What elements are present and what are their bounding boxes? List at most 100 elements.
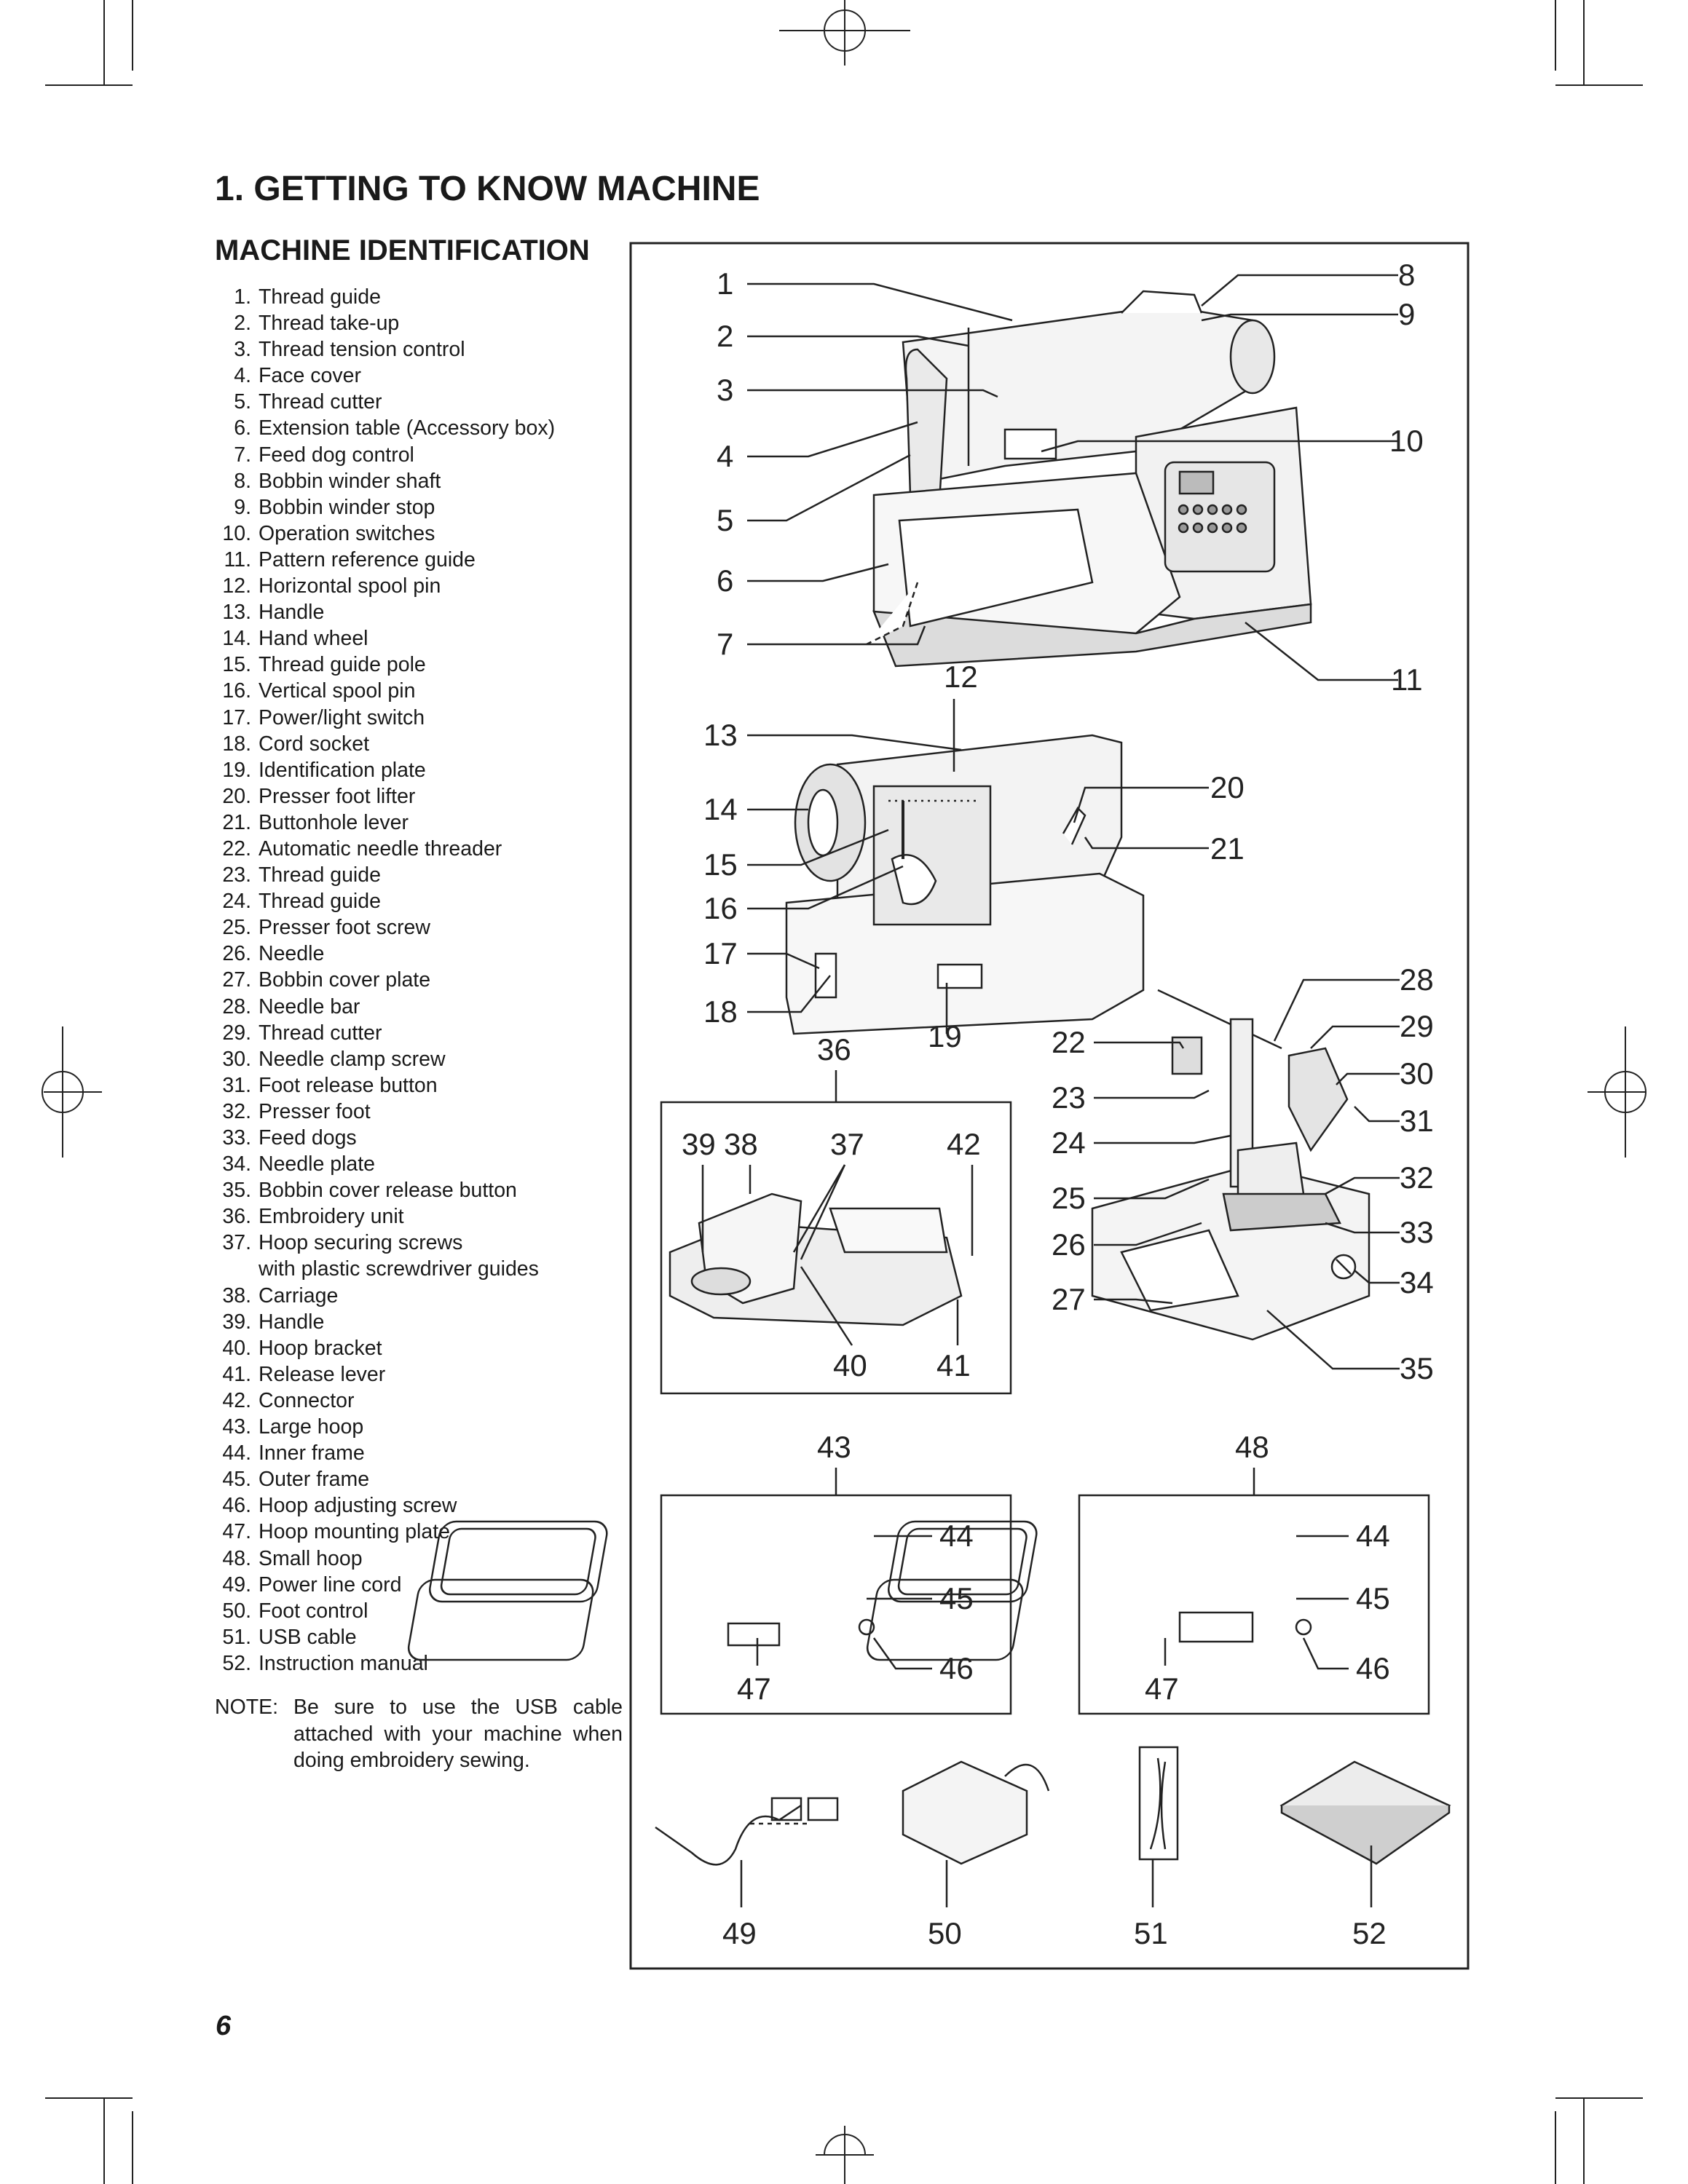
parts-list-item: 6.Extension table (Accessory box) <box>215 415 555 441</box>
part-number: 40. <box>222 1336 251 1360</box>
parts-list-item: 27.Bobbin cover plate <box>215 967 555 993</box>
part-number: 11. <box>224 547 251 571</box>
part-number: 17. <box>222 705 251 729</box>
part-number: 10. <box>222 521 251 545</box>
part-name: Bobbin winder stop <box>259 495 435 519</box>
parts-list-item: 36.Embroidery unit <box>215 1203 555 1230</box>
part-name: Thread guide <box>259 863 381 887</box>
chapter-title: 1. GETTING TO KNOW MACHINE <box>215 170 760 208</box>
note-text: Be sure to use the USB cable attached wi… <box>293 1696 623 1772</box>
part-number: 32. <box>222 1099 251 1123</box>
part-number: 13. <box>222 601 251 625</box>
part-number: 39. <box>222 1310 251 1334</box>
presser-foot-illustration <box>1091 989 1370 1341</box>
parts-list-item: 7.Feed dog control <box>215 442 555 468</box>
part-number: 47. <box>222 1520 251 1544</box>
label-31: 31 <box>1400 1104 1434 1138</box>
part-name: Thread guide pole <box>259 653 426 677</box>
part-number: 15. <box>222 653 251 677</box>
part-number: 24. <box>222 890 251 914</box>
figure-labels: 1 2 3 4 5 6 7 8 9 10 11 12 13 14 15 16 1… <box>682 258 1434 1950</box>
part-number: 4. <box>234 364 251 388</box>
part-name: Inner frame <box>259 1441 365 1465</box>
label-44-small: 44 <box>1356 1519 1390 1553</box>
parts-list-item: 39.Handle <box>215 1309 555 1335</box>
part-name: Horizontal spool pin <box>259 574 441 598</box>
label-17: 17 <box>703 936 738 970</box>
leader-lines <box>701 274 1400 1907</box>
part-number: 34. <box>222 1152 251 1176</box>
part-name: Buttonhole lever <box>259 810 409 834</box>
parts-list-item: 17. Power/light switch <box>215 705 555 731</box>
label-40: 40 <box>833 1348 867 1382</box>
label-23: 23 <box>1052 1080 1086 1115</box>
part-name: Instruction manual <box>259 1651 428 1675</box>
parts-list-item: 1.Thread guide <box>215 284 555 310</box>
part-name: Large hoop <box>259 1415 364 1439</box>
part-name: Needle <box>259 942 325 966</box>
part-name: Operation switches <box>259 521 435 545</box>
label-47-small: 47 <box>1145 1671 1179 1706</box>
part-name: Power/light switch <box>259 705 425 729</box>
part-name: Hand wheel <box>259 627 368 651</box>
parts-list-item: 26.Needle <box>215 941 555 967</box>
part-name: Thread cutter <box>259 1021 382 1045</box>
parts-list-item: 2.Thread take-up <box>215 310 555 336</box>
label-13: 13 <box>703 718 738 752</box>
power-cord-illustration <box>655 1797 839 1866</box>
part-name: Vertical spool pin <box>259 679 416 703</box>
figure-frame <box>629 242 1470 1970</box>
part-name: Needle clamp screw <box>259 1047 446 1071</box>
parts-list-item: 8.Bobbin winder shaft <box>215 468 555 494</box>
part-number: 33. <box>222 1126 251 1150</box>
machine-rear-illustration <box>785 734 1145 1035</box>
label-20: 20 <box>1210 770 1245 804</box>
parts-list-item: 42.Connector <box>215 1388 555 1414</box>
label-22: 22 <box>1052 1025 1086 1059</box>
part-name: Thread take-up <box>259 312 400 336</box>
part-name: Carriage <box>259 1283 339 1307</box>
part-name: Bobbin winder shaft <box>259 469 441 493</box>
label-48: 48 <box>1235 1430 1269 1464</box>
parts-list-item: 29.Thread cutter <box>215 1020 555 1046</box>
part-number: 5. <box>234 390 251 414</box>
part-name: with plastic screwdriver guides <box>259 1257 539 1281</box>
parts-list-item: 18.Cord socket <box>215 731 555 757</box>
part-number: 21. <box>222 810 251 834</box>
part-name: Feed dog control <box>259 443 414 467</box>
label-46-small: 46 <box>1356 1651 1390 1685</box>
part-name: Bobbin cover release button <box>259 1179 517 1203</box>
parts-list-item: 12. Horizontal spool pin <box>215 573 555 599</box>
label-42: 42 <box>947 1127 981 1161</box>
parts-list-item: 33.Feed dogs <box>215 1125 555 1151</box>
parts-list-item: 35.Bobbin cover release button <box>215 1177 555 1203</box>
parts-list-item: 32.Presser foot <box>215 1099 555 1125</box>
label-34: 34 <box>1400 1265 1434 1299</box>
label-28: 28 <box>1400 962 1434 997</box>
parts-list-item: 48.Small hoop <box>215 1546 555 1572</box>
parts-list-item: 28.Needle bar <box>215 994 555 1020</box>
part-number: 52. <box>222 1651 251 1675</box>
parts-list-item: 37.Hoop securing screws <box>215 1230 555 1256</box>
label-39: 39 <box>682 1127 716 1161</box>
label-44-large: 44 <box>939 1519 974 1553</box>
label-25: 25 <box>1052 1181 1086 1215</box>
label-1: 1 <box>717 266 733 301</box>
part-number: 22. <box>222 836 251 860</box>
label-29: 29 <box>1400 1009 1434 1043</box>
small-hoop-illustration <box>866 1520 1312 1661</box>
part-name: Presser foot lifter <box>259 784 416 808</box>
part-number: 12. <box>222 574 251 598</box>
part-number: 30. <box>222 1047 251 1071</box>
foot-control-illustration <box>902 1760 1050 1865</box>
label-41: 41 <box>936 1348 971 1382</box>
part-number: 19. <box>222 758 251 782</box>
parts-list-item: 40.Hoop bracket <box>215 1335 555 1361</box>
label-26: 26 <box>1052 1227 1086 1262</box>
parts-list-item: 16.Vertical spool pin <box>215 678 555 704</box>
parts-list-item: 41.Release lever <box>215 1361 555 1388</box>
label-32: 32 <box>1400 1160 1434 1195</box>
part-number: 42. <box>222 1388 251 1412</box>
parts-list-item: 24.Thread guide <box>215 888 555 914</box>
